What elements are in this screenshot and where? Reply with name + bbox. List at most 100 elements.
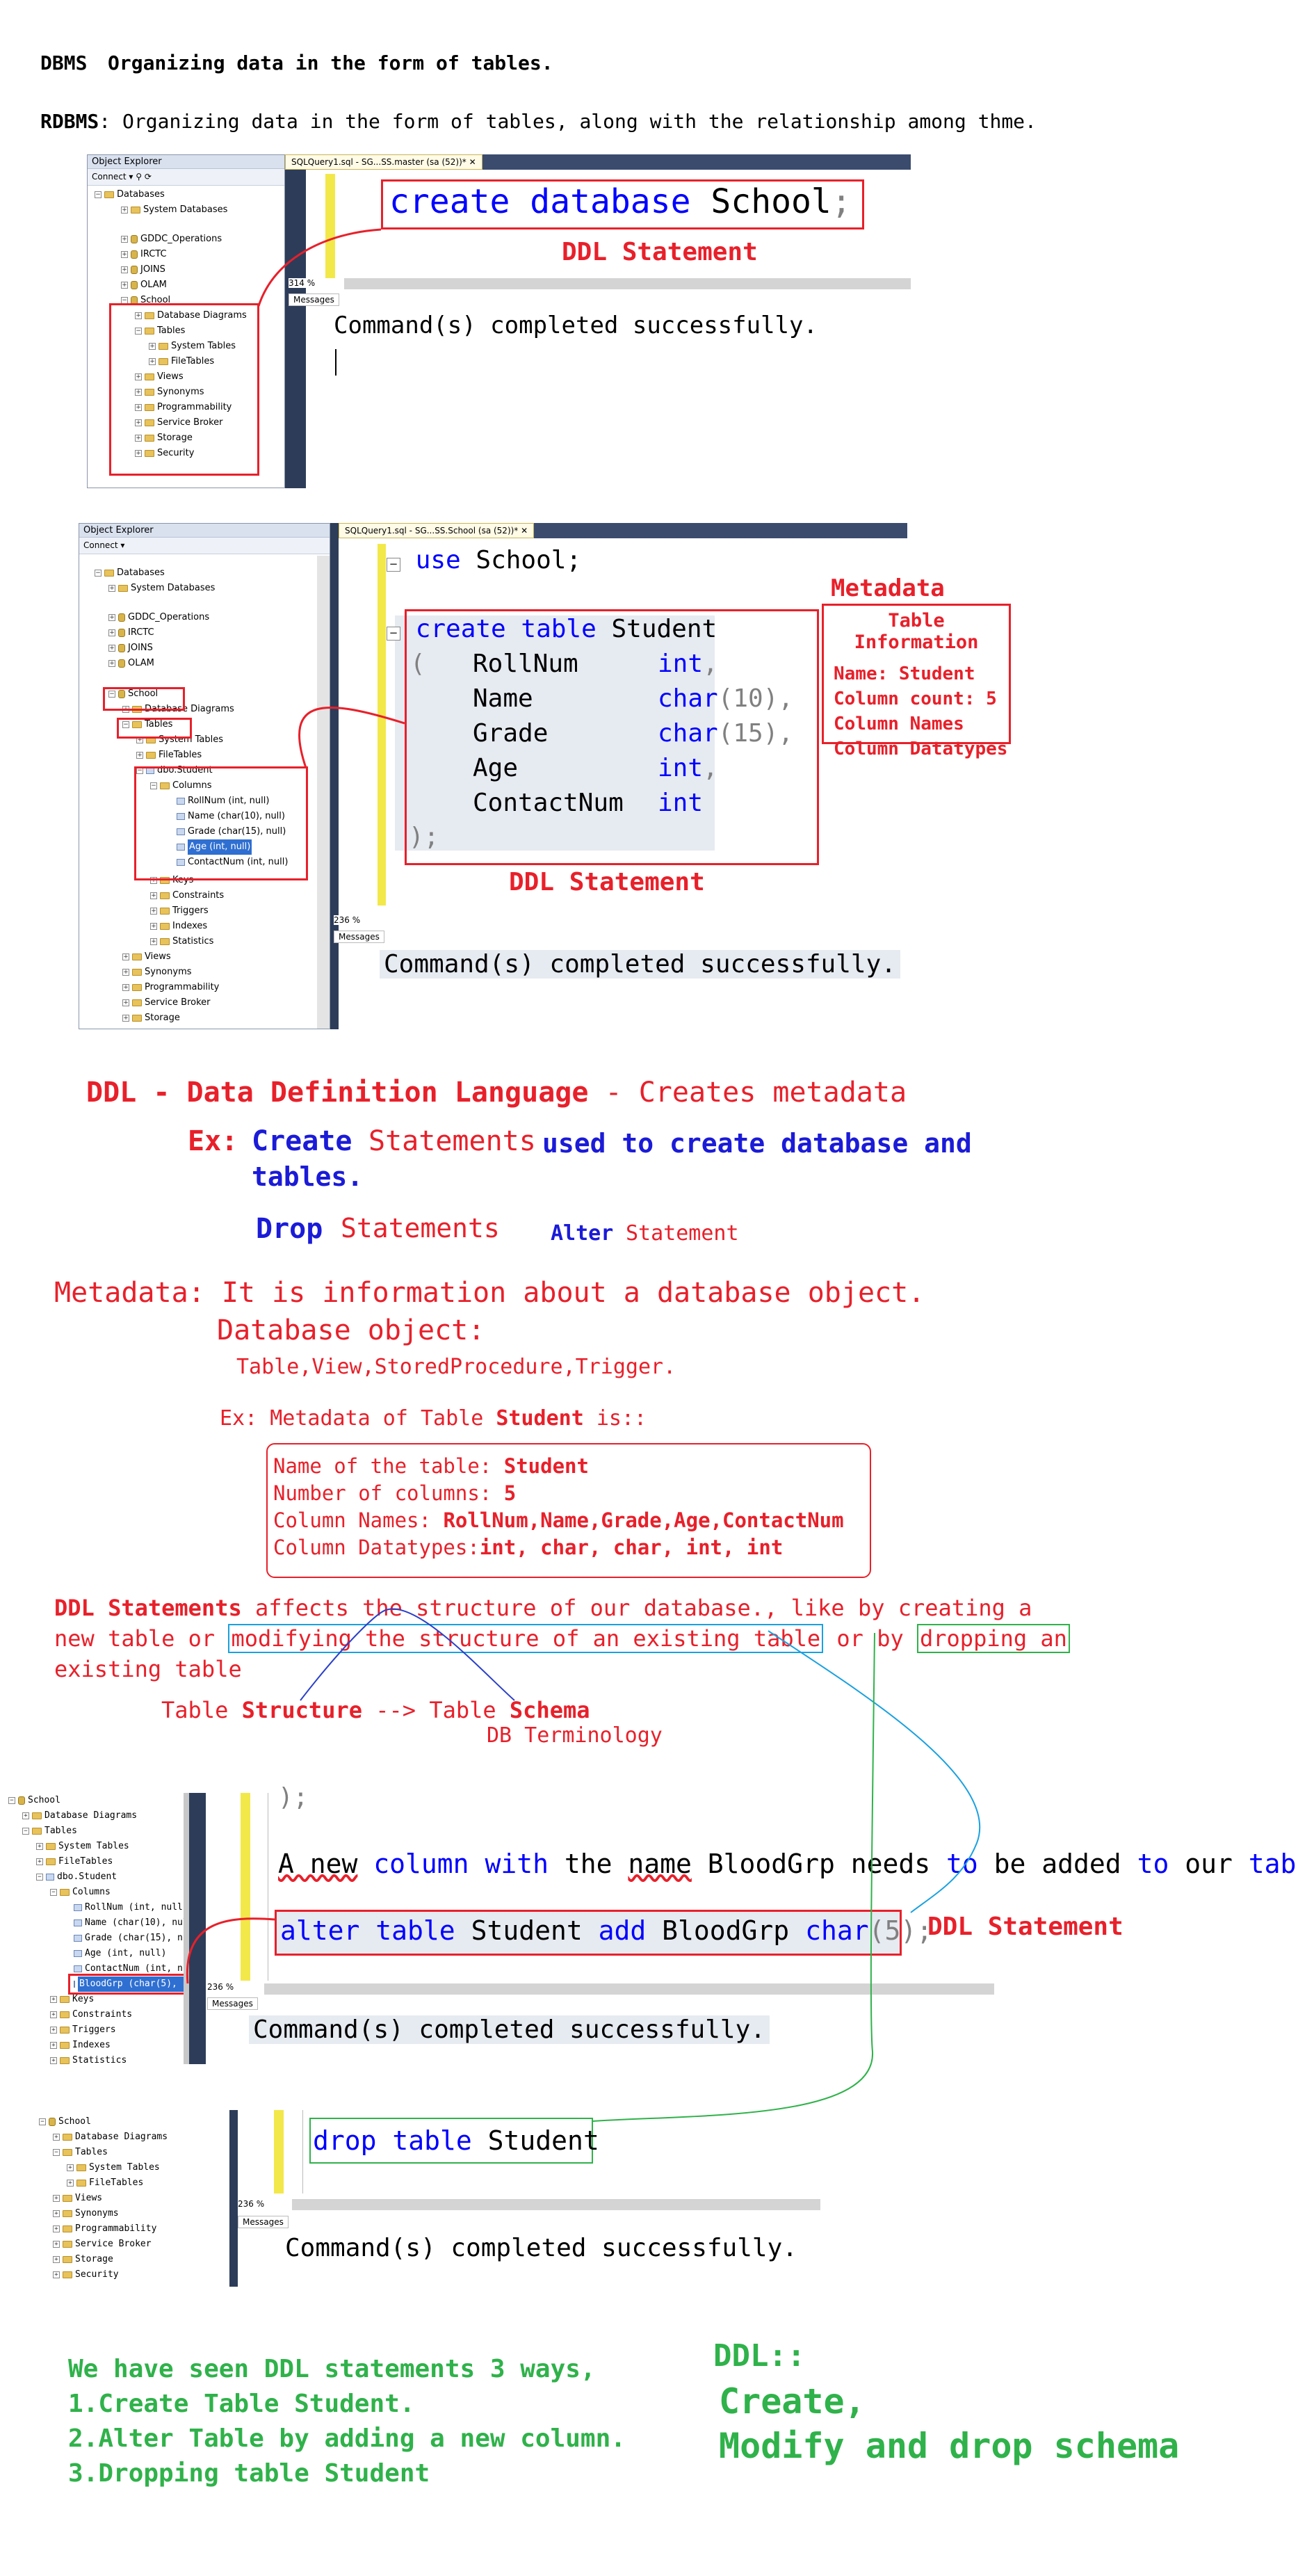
messages-tab-4[interactable]: Messages: [238, 2216, 289, 2228]
tree3-triggers[interactable]: +Triggers: [50, 2022, 116, 2038]
horizontal-scrollbar[interactable]: [344, 278, 911, 289]
tree4-tables[interactable]: −Tables: [53, 2145, 108, 2160]
tree4-programmability[interactable]: +Programmability: [53, 2221, 156, 2237]
tree-node-system-databases[interactable]: +System Databases: [121, 204, 228, 215]
tree4-views[interactable]: +Views: [53, 2191, 102, 2206]
tree2-system-databases[interactable]: +System Databases: [108, 583, 216, 593]
connect-button-2[interactable]: Connect ▾: [83, 540, 125, 550]
tree4-file-tables[interactable]: +FileTables: [67, 2175, 143, 2191]
tree-node-file-tables[interactable]: +FileTables: [149, 356, 215, 367]
tree4-security[interactable]: +Security: [53, 2267, 119, 2283]
tree2-tables[interactable]: −Tables: [122, 719, 173, 730]
tree3-col-bloodgrp[interactable]: BloodGrp (char(5), null): [74, 1977, 190, 1992]
horizontal-scrollbar-3[interactable]: [264, 1983, 994, 1995]
tree2-olam[interactable]: +OLAM: [108, 658, 154, 668]
tree-scrollbar[interactable]: [317, 556, 330, 1029]
query-tab[interactable]: SQLQuery1.sql - SG...SS.master (sa (52))…: [285, 154, 482, 170]
tree3-keys[interactable]: +Keys: [50, 1992, 94, 2007]
tree3-col-name[interactable]: Name (char(10), null): [74, 1915, 199, 1931]
tree3-col-grade[interactable]: Grade (char(15), null): [74, 1931, 204, 1946]
close-paren: );: [409, 823, 439, 851]
tree4-school[interactable]: −School: [39, 2114, 91, 2130]
tree-node-olam[interactable]: +OLAM: [121, 280, 167, 290]
tree4-synonyms[interactable]: +Synonyms: [53, 2206, 119, 2221]
tree2-col-rollnum[interactable]: RollNum (int, null): [177, 794, 269, 809]
tree2-col-grade[interactable]: Grade (char(15), null): [177, 824, 286, 839]
tree2-irctc[interactable]: +IRCTC: [108, 627, 154, 638]
message-output: Command(s) completed successfully.: [334, 312, 818, 339]
tree-node-security[interactable]: +Security: [135, 448, 195, 458]
tree3-col-rollnum[interactable]: RollNum (int, null): [74, 1900, 188, 1915]
refresh-icon[interactable]: ⟳: [144, 172, 152, 182]
close-icon[interactable]: ✕: [469, 157, 476, 167]
tree-node-diagrams[interactable]: +Database Diagrams: [135, 310, 247, 321]
tree3-col-contactnum[interactable]: ContactNum (int, null): [74, 1961, 204, 1977]
horizontal-scrollbar-4[interactable]: [292, 2199, 820, 2210]
tree3-school[interactable]: −School: [8, 1793, 60, 1808]
zoom-level[interactable]: 314 %: [289, 278, 316, 288]
tree-node-storage[interactable]: +Storage: [135, 433, 193, 443]
filter-icon[interactable]: ⚲: [136, 172, 143, 182]
tree3-system-tables[interactable]: +System Tables: [36, 1839, 129, 1854]
tree3-constraints[interactable]: +Constraints: [50, 2007, 132, 2022]
tree4-service-broker[interactable]: +Service Broker: [53, 2237, 152, 2252]
zoom-level-2[interactable]: 236 %: [334, 915, 361, 925]
tree2-col-contactnum[interactable]: ContactNum (int, null): [177, 855, 288, 870]
object-explorer-tree-3: −School +Database Diagrams −Tables +Syst…: [8, 1793, 204, 2066]
tree2-joins[interactable]: +JOINS: [108, 643, 153, 653]
tree2-columns[interactable]: −Columns: [150, 780, 212, 791]
tree-node-irctc[interactable]: +IRCTC: [121, 249, 167, 259]
dropping-phrase: dropping an: [917, 1624, 1070, 1653]
tree-node-synonyms[interactable]: +Synonyms: [135, 387, 204, 397]
tree3-tables[interactable]: −Tables: [22, 1824, 77, 1839]
tree4-system-tables[interactable]: +System Tables: [67, 2160, 160, 2175]
tree4-diagrams[interactable]: +Database Diagrams: [53, 2130, 168, 2145]
tree3-statistics[interactable]: +Statistics: [50, 2053, 127, 2068]
tree2-indexes[interactable]: +Indexes: [150, 921, 208, 931]
tree-node-tables[interactable]: −Tables: [135, 325, 186, 336]
connect-button[interactable]: Connect ▾: [92, 172, 133, 182]
tree-node-views[interactable]: +Views: [135, 371, 184, 382]
tree-node-system-tables[interactable]: +System Tables: [149, 341, 236, 351]
tree-node-gddc[interactable]: +GDDC_Operations: [121, 234, 222, 244]
tree3-file-tables[interactable]: +FileTables: [36, 1854, 113, 1869]
tree2-col-name[interactable]: Name (char(10), null): [177, 809, 285, 824]
query-tabstrip-2: SQLQuery1.sql - SG...SS.School (sa (52))…: [339, 523, 907, 538]
tree2-triggers[interactable]: +Triggers: [150, 905, 209, 916]
dbms-term: DBMS: [40, 51, 88, 74]
tree3-col-age[interactable]: Age (int, null): [74, 1946, 166, 1961]
tree-node-service-broker[interactable]: +Service Broker: [135, 417, 223, 428]
tree2-views[interactable]: +Views: [122, 951, 171, 962]
tree4-storage[interactable]: +Storage: [53, 2252, 113, 2267]
tree-scrollbar-3[interactable]: [184, 1793, 189, 2064]
zoom-level-3[interactable]: 236 %: [207, 1982, 234, 1992]
close-icon-2[interactable]: ✕: [521, 526, 528, 536]
metadata-definition: Metadata: It is information about a data…: [54, 1277, 925, 1309]
tree2-gddc[interactable]: +GDDC_Operations: [108, 612, 210, 622]
tree2-col-age[interactable]: Age (int, null): [177, 839, 252, 855]
tree2-programmability[interactable]: +Programmability: [122, 982, 220, 992]
messages-tab-3[interactable]: Messages: [207, 1997, 258, 2010]
tree2-databases[interactable]: −Databases: [95, 567, 165, 578]
tree2-statistics[interactable]: +Statistics: [150, 936, 214, 947]
tree3-indexes[interactable]: +Indexes: [50, 2038, 111, 2053]
query-tab-2[interactable]: SQLQuery1.sql - SG...SS.School (sa (52))…: [339, 523, 535, 538]
tree3-diagrams[interactable]: +Database Diagrams: [22, 1808, 137, 1824]
rdbms-term: RDBMS: [40, 110, 99, 133]
tree3-dbo-student[interactable]: −dbo.Student: [36, 1869, 117, 1885]
tree3-columns[interactable]: −Columns: [50, 1885, 111, 1900]
tree2-school[interactable]: −School: [108, 689, 159, 699]
tree2-constraints[interactable]: +Constraints: [150, 890, 225, 901]
messages-tab-2[interactable]: Messages: [334, 931, 384, 943]
tables-highlight-2: [117, 718, 192, 739]
tree2-storage[interactable]: +Storage: [122, 1013, 180, 1023]
tree-node-joins[interactable]: +JOINS: [121, 264, 165, 275]
messages-tab[interactable]: Messages: [289, 293, 339, 306]
tree2-service-broker[interactable]: +Service Broker: [122, 997, 211, 1008]
tree-node-programmability[interactable]: +Programmability: [135, 402, 232, 412]
zoom-level-4[interactable]: 236 %: [238, 2199, 265, 2209]
tree-node-databases[interactable]: −Databases: [95, 189, 165, 200]
tree2-synonyms[interactable]: +Synonyms: [122, 967, 192, 977]
tree2-file-tables[interactable]: +FileTables: [136, 750, 202, 760]
